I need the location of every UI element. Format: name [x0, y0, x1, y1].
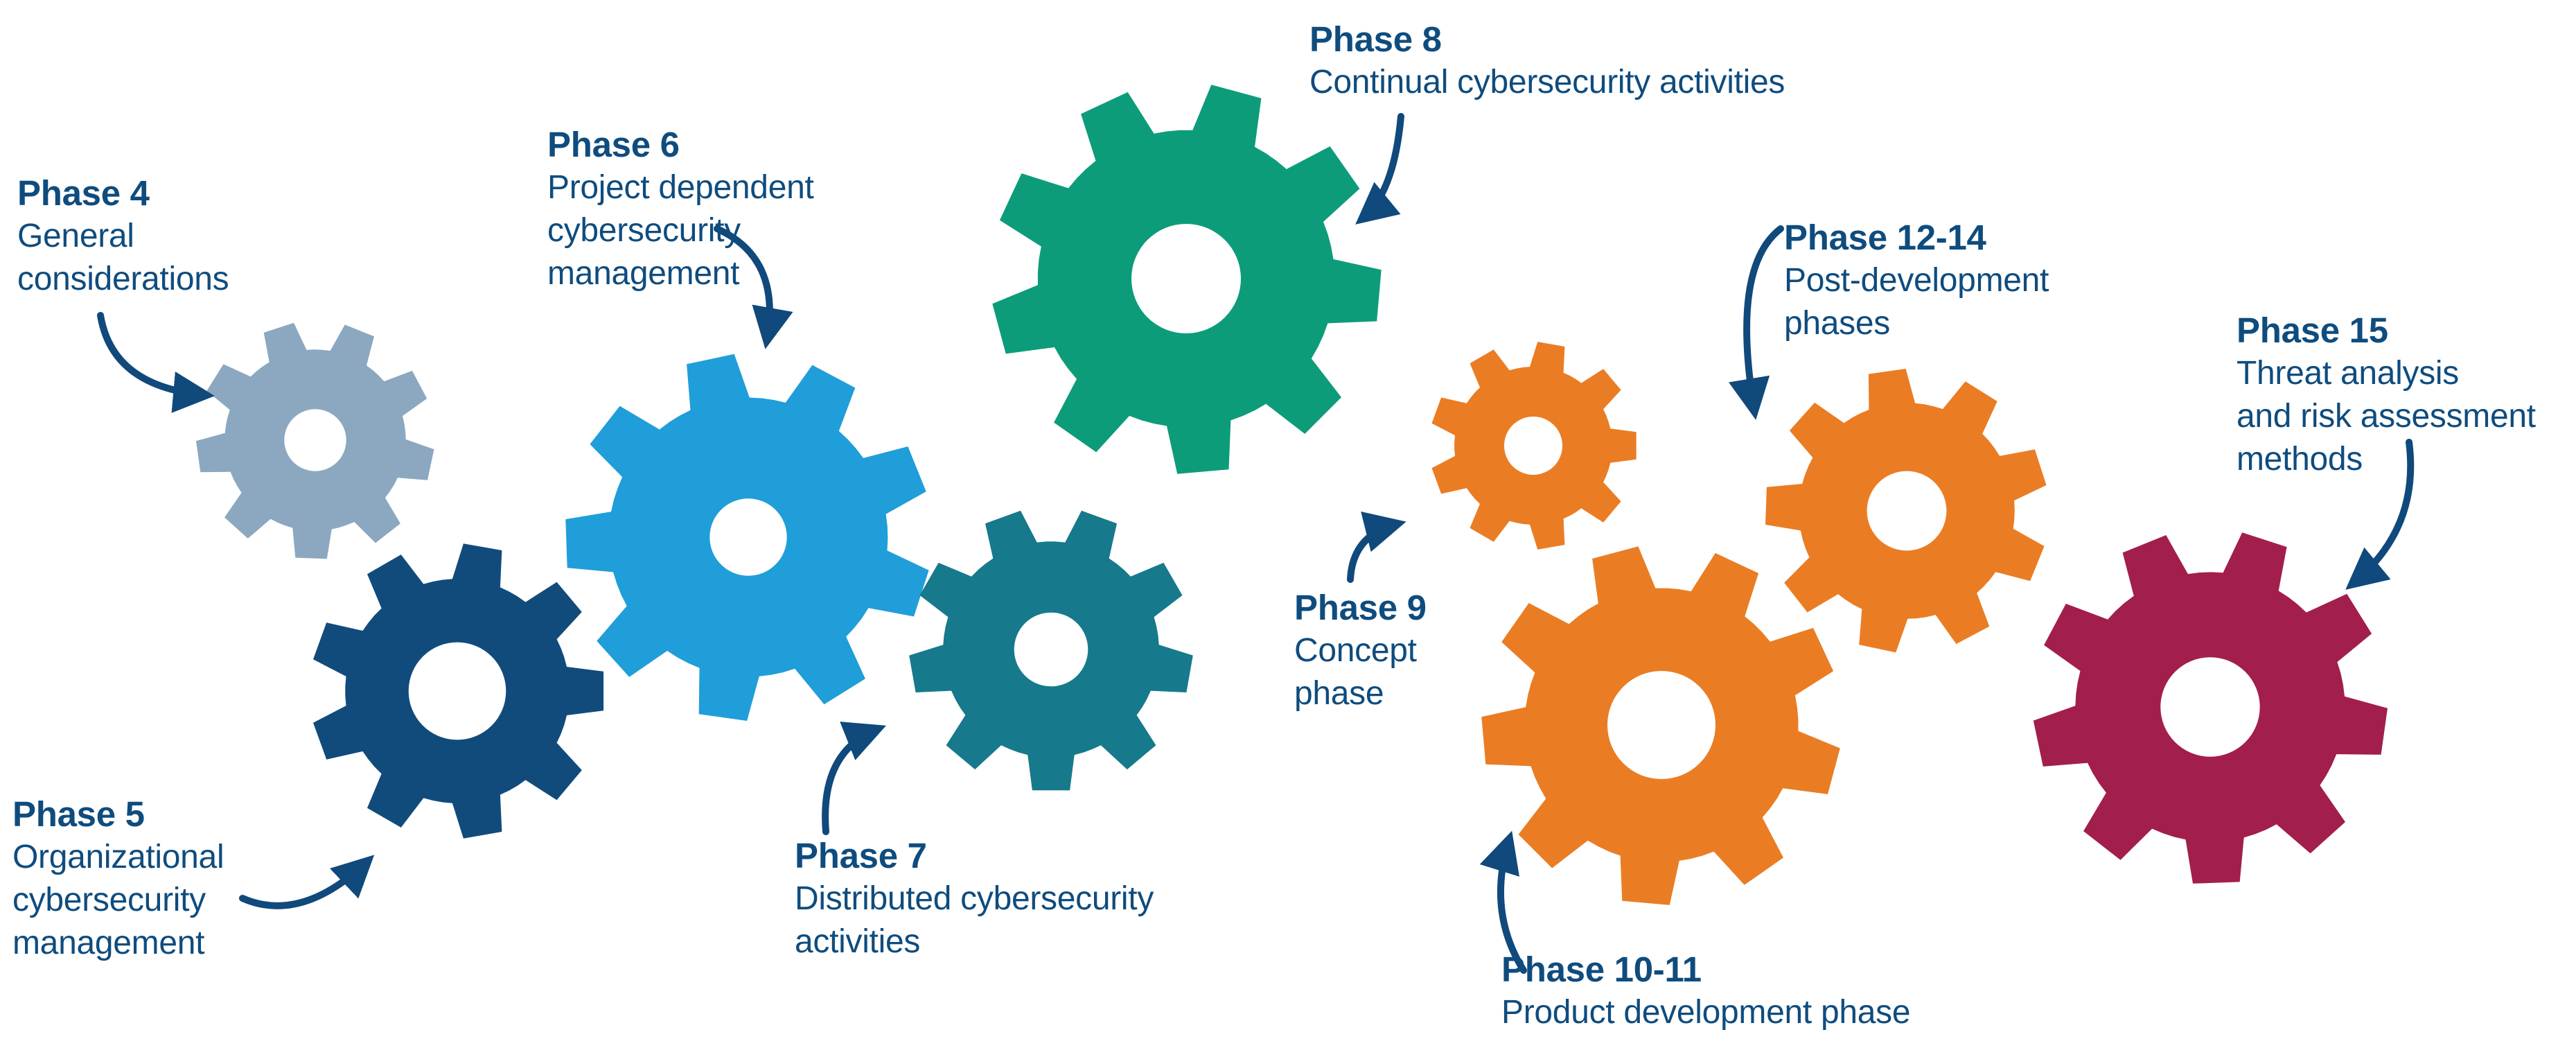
phase-title: Phase 12-14 [1784, 218, 1986, 257]
arrow-phase-15 [2345, 439, 2415, 590]
phase-description-line: Product development phase [1501, 994, 1911, 1031]
phase-title: Phase 9 [1294, 588, 1427, 627]
phase-description-line: Post-development [1784, 262, 2049, 299]
label-phase-15: Phase 15 Threat analysis and risk assessme… [2237, 309, 2536, 481]
phase-title: Phase 7 [795, 836, 927, 875]
arrow-phase-5 [239, 855, 375, 909]
phase-description-line: and risk assessment [2237, 398, 2536, 435]
label-phase-7: Phase 7 Distributed cybersecurity activiti… [795, 835, 1154, 963]
phase-title: Phase 8 [1309, 19, 1442, 59]
phase-title: Phase 6 [547, 125, 680, 164]
gear-phase-4 [196, 322, 434, 559]
label-phase-4: Phase 4 General considerations [17, 172, 229, 301]
arrows-group [97, 113, 2415, 974]
phase-description-line: phases [1784, 305, 1890, 342]
phase-description-line: management [547, 255, 740, 292]
phase-title: Phase 10-11 [1501, 950, 1702, 989]
label-phase-8: Phase 8 Continual cybersecurity activitie… [1309, 18, 1785, 104]
phase-title: Phase 4 [17, 173, 150, 213]
arrow-phase-4 [97, 312, 215, 413]
gear-phase-5 [313, 543, 604, 839]
phase-description-line: Project dependent [547, 169, 814, 206]
phase-title: Phase 15 [2237, 311, 2388, 350]
phase-description-line: Distributed cybersecurity [795, 880, 1154, 917]
arrow-phase-9 [1347, 512, 1406, 583]
arrow-phase-12-14 [1728, 225, 1784, 420]
gear-phase-8 [992, 85, 1382, 474]
phase-description-line: activities [795, 923, 921, 960]
phase-title: Phase 5 [12, 794, 145, 834]
phase-description-line: Organizational [12, 839, 224, 875]
label-phase-5: Phase 5 Organizational cybersecurity manage… [12, 793, 224, 965]
phase-description-line: Continual cybersecurity activities [1309, 64, 1785, 101]
arrow-phase-8 [1355, 113, 1404, 225]
phase-description-line: phase [1294, 675, 1384, 712]
gear-phase-9 [1431, 342, 1637, 550]
phase-description-line: considerations [17, 261, 229, 297]
phase-description-line: methods [2237, 441, 2363, 478]
phase-description-line: Threat analysis [2237, 355, 2459, 392]
arrow-phase-10-11 [1479, 830, 1527, 974]
phase-description-line: management [12, 925, 205, 961]
gear-phase-12-14 [1765, 369, 2047, 653]
phase-description-line: Concept [1294, 632, 1417, 669]
gears-group [196, 85, 2388, 905]
gear-phase-7 [909, 510, 1193, 791]
phase-description-line: General [17, 218, 134, 254]
gear-phase-15 [2033, 532, 2388, 884]
arrow-phase-7 [822, 722, 887, 835]
label-phase-9: Phase 9 Concept phase [1294, 586, 1427, 715]
phase-description-line: cybersecurity [12, 882, 206, 918]
label-phase-6: Phase 6 Project dependent cybersecurity man… [547, 123, 814, 295]
arrow-phase-6 [714, 225, 793, 349]
gear-phase-10-11 [1481, 546, 1840, 905]
phase-description-line: cybersecurity [547, 212, 741, 249]
gear-phase-6 [565, 353, 929, 721]
